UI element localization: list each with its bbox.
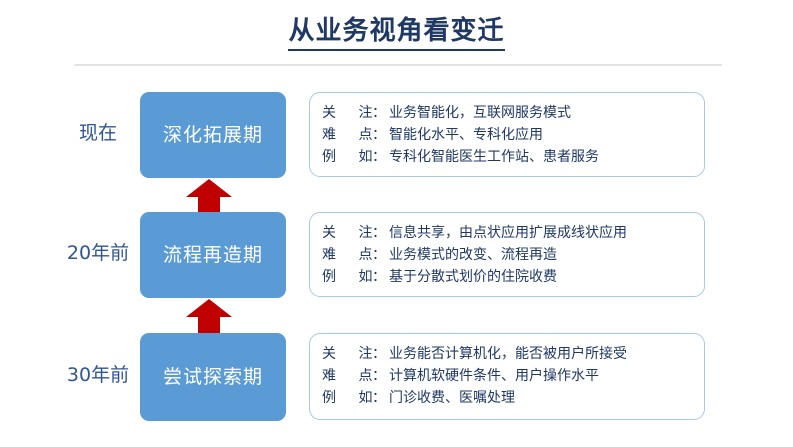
detail-colon: ： — [372, 105, 386, 121]
detail-colon: ： — [372, 368, 386, 384]
detail-line: 关 注 ： 信息共享，由点状应用扩展成线状应用 — [322, 222, 704, 244]
detail-key: 例 如 — [322, 269, 382, 285]
timeline-row: 30年前 尝试探索期 关 注 ： 业务能否计算机化，能否被用户所接受 难 点 ：… — [0, 333, 793, 421]
detail-line: 关 注 ： 业务能否计算机化，能否被用户所接受 — [322, 343, 704, 365]
detail-key: 关 注 — [322, 346, 382, 362]
era-label: 现在 — [78, 122, 117, 144]
stage-box[interactable]: 深化拓展期 — [140, 92, 286, 178]
detail-card: 关 注 ： 业务能否计算机化，能否被用户所接受 难 点 ： 计算机软硬件条件、用… — [309, 333, 705, 420]
detail-line: 关 注 ： 业务智能化，互联网服务模式 — [322, 102, 704, 124]
detail-line: 难 点 ： 智能化水平、专科化应用 — [322, 124, 704, 146]
detail-value: 专科化智能医生工作站、患者服务 — [389, 149, 599, 165]
detail-key: 难 点 — [322, 247, 382, 263]
title-container: 从业务视角看变迁 — [0, 14, 793, 51]
detail-card: 关 注 ： 业务智能化，互联网服务模式 难 点 ： 智能化水平、专科化应用 例 … — [309, 92, 705, 177]
arrow-up-icon — [185, 178, 233, 214]
stage-label: 流程再造期 — [162, 244, 263, 266]
stage-box[interactable]: 尝试探索期 — [140, 333, 286, 421]
detail-value: 门诊收费、医嘱处理 — [389, 390, 515, 406]
detail-card: 关 注 ： 信息共享，由点状应用扩展成线状应用 难 点 ： 业务模式的改变、流程… — [309, 212, 705, 297]
detail-colon: ： — [372, 390, 386, 406]
detail-colon: ： — [372, 225, 386, 241]
detail-line: 难 点 ： 业务模式的改变、流程再造 — [322, 244, 704, 266]
page-title: 从业务视角看变迁 — [288, 14, 505, 51]
detail-key: 关 注 — [322, 105, 382, 121]
detail-line: 难 点 ： 计算机软硬件条件、用户操作水平 — [322, 365, 704, 387]
stage-label: 深化拓展期 — [162, 124, 263, 146]
detail-colon: ： — [372, 127, 386, 143]
era-label: 20年前 — [66, 242, 130, 264]
detail-colon: ： — [372, 269, 386, 285]
detail-colon: ： — [372, 149, 386, 165]
detail-value: 计算机软硬件条件、用户操作水平 — [389, 368, 599, 384]
detail-key: 例 如 — [322, 149, 382, 165]
detail-line: 例 如 ： 门诊收费、医嘱处理 — [322, 387, 704, 409]
detail-value: 业务能否计算机化，能否被用户所接受 — [389, 346, 627, 362]
stage-label: 尝试探索期 — [162, 366, 263, 388]
detail-key: 难 点 — [322, 368, 382, 384]
detail-value: 业务智能化，互联网服务模式 — [389, 105, 571, 121]
detail-line: 例 如 ： 基于分散式划价的住院收费 — [322, 266, 704, 288]
detail-line: 例 如 ： 专科化智能医生工作站、患者服务 — [322, 146, 704, 168]
detail-colon: ： — [372, 346, 386, 362]
timeline-row: 20年前 流程再造期 关 注 ： 信息共享，由点状应用扩展成线状应用 难 点 ：… — [0, 212, 793, 298]
detail-value: 业务模式的改变、流程再造 — [389, 247, 557, 263]
arrow-up-glyph — [186, 179, 232, 213]
arrow-up-glyph — [186, 299, 232, 333]
detail-key: 难 点 — [322, 127, 382, 143]
detail-value: 信息共享，由点状应用扩展成线状应用 — [389, 225, 627, 241]
detail-value: 基于分散式划价的住院收费 — [389, 269, 557, 285]
detail-key: 例 如 — [322, 390, 382, 406]
title-divider — [74, 64, 722, 66]
stage-box[interactable]: 流程再造期 — [140, 212, 286, 298]
arrow-up-icon — [185, 298, 233, 334]
era-label: 30年前 — [66, 364, 130, 386]
timeline-row: 现在 深化拓展期 关 注 ： 业务智能化，互联网服务模式 难 点 ： 智能化水平… — [0, 92, 793, 178]
detail-colon: ： — [372, 247, 386, 263]
detail-value: 智能化水平、专科化应用 — [389, 127, 543, 143]
detail-key: 关 注 — [322, 225, 382, 241]
